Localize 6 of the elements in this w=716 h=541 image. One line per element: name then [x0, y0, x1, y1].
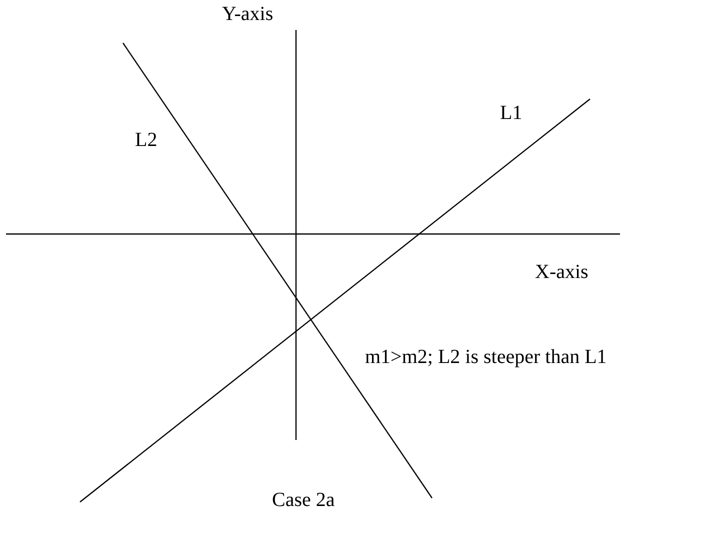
axis-label: Y-axis	[222, 4, 274, 24]
axis-label: X-axis	[535, 262, 588, 282]
caption: Case 2a	[272, 490, 335, 510]
note-text: m1>m2; L2 is steeper than L1	[365, 347, 607, 367]
line-label: L1	[500, 103, 522, 123]
line-label: L2	[135, 130, 158, 150]
